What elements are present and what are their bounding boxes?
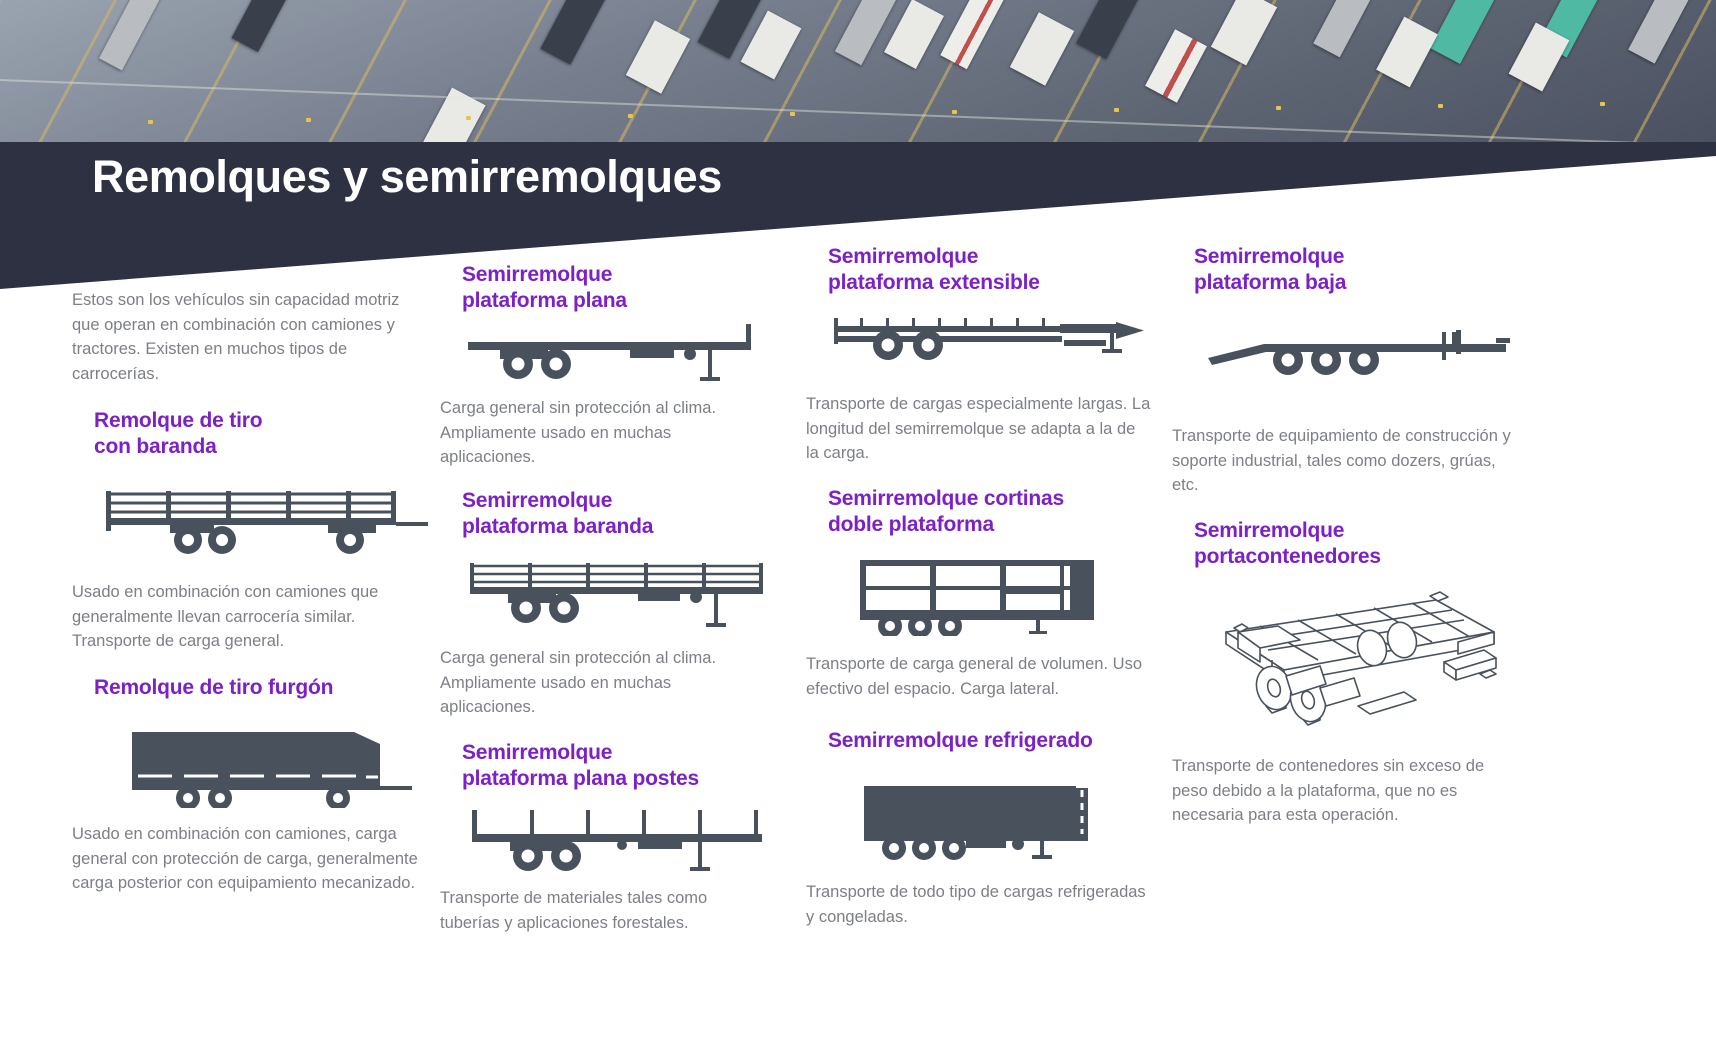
- heading-curtainside[interactable]: Semirremolque cortinas doble plataforma: [806, 486, 1064, 540]
- heading-label: Semirremolque plataforma extensible: [828, 245, 1040, 294]
- description-lowboy: Transporte de equipamiento de construcci…: [1172, 427, 1511, 494]
- heading-label: Semirremolque plataforma plana postes: [462, 741, 699, 790]
- heading-label: Remolque de tiro furgón: [94, 676, 334, 699]
- description-curtainside: Transporte de carga general de volumen. …: [806, 655, 1142, 698]
- curtainside-double-deck-semitrailer-icon: [854, 556, 1104, 636]
- heading-container-chassis[interactable]: Semirremolque portacontenedores: [1172, 518, 1381, 572]
- heading-stanchion-flatbed[interactable]: Semirremolque plataforma plana postes: [440, 740, 699, 794]
- heading-drawbar-van[interactable]: Remolque de tiro furgón: [72, 675, 333, 705]
- hero-section: Remolques y semirremolques: [0, 0, 1716, 300]
- heading-label: Semirremolque refrigerado: [828, 729, 1093, 752]
- description-stanchion-flatbed: Transporte de materiales tales como tube…: [440, 889, 708, 932]
- heading-extendable[interactable]: Semirremolque plataforma extensible: [806, 244, 1040, 298]
- heading-label: Semirremolque plataforma baranda: [462, 489, 654, 538]
- heading-label: Semirremolque plataforma baja: [1194, 245, 1347, 294]
- heading-label: Remolque de tiro con baranda: [94, 409, 263, 458]
- extendable-flatbed-semitrailer-icon: [824, 312, 1154, 366]
- heading-lowboy[interactable]: Semirremolque plataforma baja: [1172, 244, 1346, 298]
- heading-flatbed[interactable]: Semirremolque plataforma plana: [440, 262, 627, 316]
- heading-stake-flatbed[interactable]: Semirremolque plataforma baranda: [440, 488, 653, 542]
- description-extendable: Transporte de cargas especialmente larga…: [806, 395, 1151, 462]
- intro-paragraph: Estos son los vehículos sin capacidad mo…: [72, 291, 400, 383]
- heading-reefer[interactable]: Semirremolque refrigerado: [806, 728, 1093, 758]
- description-drawbar-stake: Usado en combinación con camiones que ge…: [72, 583, 379, 650]
- description-flatbed: Carga general sin protección al clima. A…: [440, 399, 717, 466]
- flatbed-semitrailer-icon: [460, 320, 770, 390]
- stanchion-flatbed-semitrailer-icon: [462, 806, 782, 876]
- lowboy-semitrailer-icon: [1204, 322, 1514, 386]
- stake-flatbed-semitrailer-icon: [462, 558, 782, 634]
- stake-body-drawbar-trailer-icon: [100, 488, 430, 558]
- heading-label: Semirremolque portacontenedores: [1194, 519, 1381, 568]
- heading-label: Semirremolque cortinas doble plataforma: [828, 487, 1065, 536]
- heading-drawbar-stake[interactable]: Remolque de tiro con baranda: [72, 408, 263, 462]
- heading-label: Semirremolque plataforma plana: [462, 263, 627, 312]
- description-container-chassis: Transporte de contenedores sin exceso de…: [1172, 757, 1485, 824]
- aerial-truck-yard-photo: [0, 0, 1716, 152]
- page-title: Remolques y semirremolques: [92, 151, 722, 202]
- description-reefer: Transporte de todo tipo de cargas refrig…: [806, 883, 1146, 926]
- description-drawbar-van: Usado en combinación con camiones, carga…: [72, 825, 418, 892]
- box-van-drawbar-trailer-icon: [122, 728, 422, 808]
- description-stake-flatbed: Carga general sin protección al clima. A…: [440, 649, 717, 716]
- container-chassis-semitrailer-icon: [1208, 588, 1508, 738]
- reefer-semitrailer-icon: [858, 782, 1098, 862]
